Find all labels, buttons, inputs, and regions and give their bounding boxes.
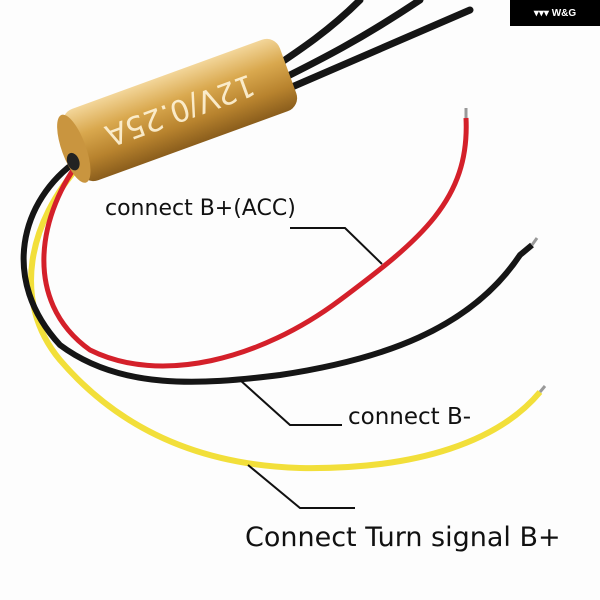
yellow-wire-tip <box>538 385 547 393</box>
black-wire-tip <box>530 237 539 246</box>
logo-icon: ▾▾▾ <box>533 7 552 19</box>
label-acc: connect B+(ACC) <box>105 196 296 221</box>
yellow-wire <box>28 162 543 472</box>
label-turn-signal: Connect Turn signal B+ <box>245 522 561 553</box>
logo-text: W&G <box>551 7 577 19</box>
brand-logo: ▾▾▾ W&G <box>510 0 600 26</box>
top-black-wires <box>266 0 474 94</box>
label-ground: connect B- <box>348 404 472 430</box>
black-wire <box>20 157 534 385</box>
leader-lines <box>239 227 383 509</box>
resistor-body: 12V/0.25A <box>57 38 298 183</box>
red-wire <box>41 117 469 369</box>
